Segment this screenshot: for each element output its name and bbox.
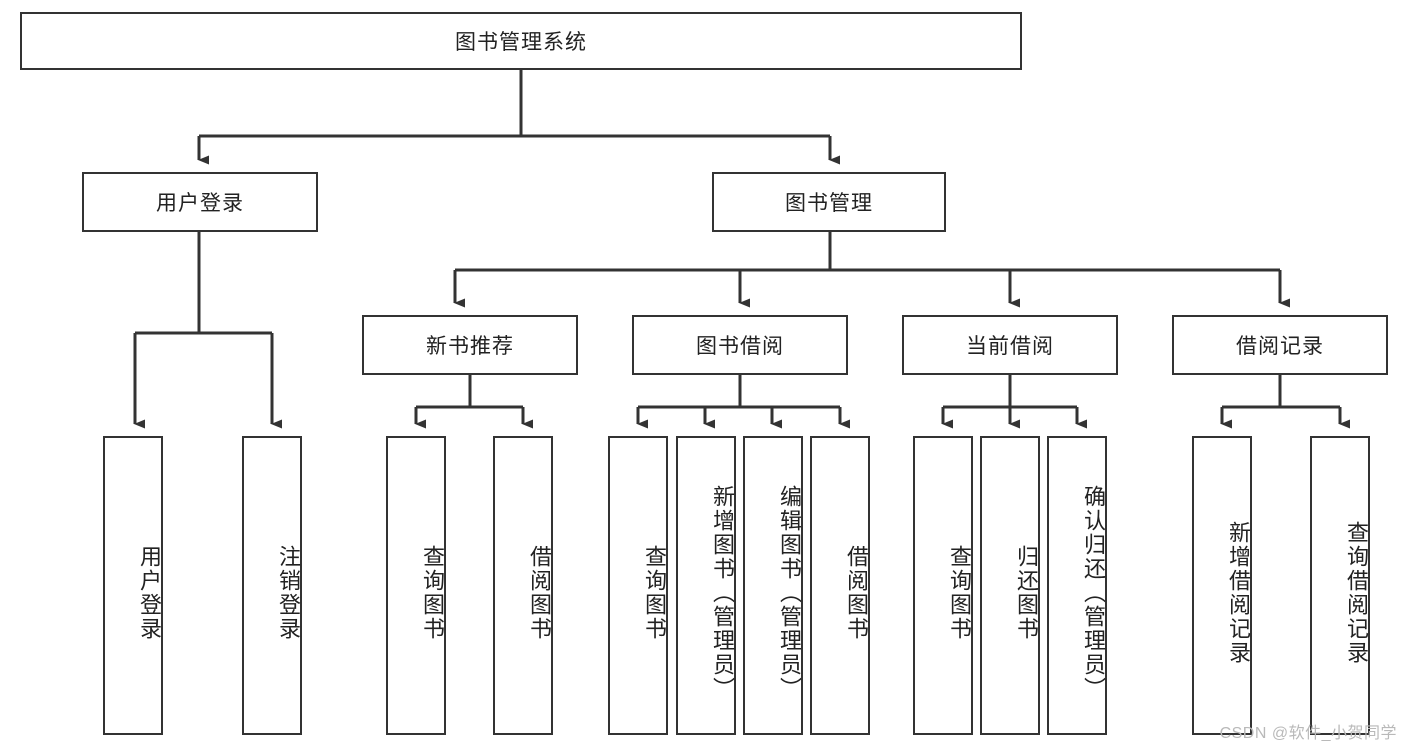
node-label: 图书管理系统 xyxy=(455,31,587,54)
node-book-manage[interactable]: 图书管理 xyxy=(712,172,946,232)
node-label: 新增图书（管理员） xyxy=(710,484,735,701)
node-borrow-record[interactable]: 借阅记录 xyxy=(1172,315,1388,375)
node-label: 注销登录 xyxy=(276,544,301,641)
node-leaf-add-borrow-record[interactable]: 新增借阅记录 xyxy=(1192,436,1252,735)
node-label: 图书管理 xyxy=(785,192,873,215)
node-book-management-system[interactable]: 图书管理系统 xyxy=(20,12,1022,70)
node-leaf-borrow-book-1[interactable]: 借阅图书 xyxy=(493,436,553,735)
node-leaf-edit-book-admin[interactable]: 编辑图书（管理员） xyxy=(743,436,803,735)
node-leaf-confirm-return-admin[interactable]: 确认归还（管理员） xyxy=(1047,436,1107,735)
node-leaf-logout-login[interactable]: 注销登录 xyxy=(242,436,302,735)
node-leaf-query-borrow-record[interactable]: 查询借阅记录 xyxy=(1310,436,1370,735)
node-label: 查询图书 xyxy=(642,544,667,641)
node-label: 用户登录 xyxy=(137,544,162,641)
node-leaf-query-book-1[interactable]: 查询图书 xyxy=(386,436,446,735)
node-label: 借阅图书 xyxy=(844,544,869,641)
node-label: 借阅图书 xyxy=(527,544,552,641)
node-label: 归还图书 xyxy=(1014,544,1039,641)
node-leaf-return-book[interactable]: 归还图书 xyxy=(980,436,1040,735)
node-leaf-add-book-admin[interactable]: 新增图书（管理员） xyxy=(676,436,736,735)
node-label: 新书推荐 xyxy=(426,335,514,358)
node-leaf-user-login[interactable]: 用户登录 xyxy=(103,436,163,735)
node-label: 用户登录 xyxy=(156,192,244,215)
node-label: 当前借阅 xyxy=(966,335,1054,358)
node-new-book-recommend[interactable]: 新书推荐 xyxy=(362,315,578,375)
node-leaf-query-book-2[interactable]: 查询图书 xyxy=(608,436,668,735)
node-label: 查询图书 xyxy=(947,544,972,641)
node-label: 新增借阅记录 xyxy=(1226,520,1251,665)
node-label: 查询借阅记录 xyxy=(1344,520,1369,665)
node-leaf-query-book-3[interactable]: 查询图书 xyxy=(913,436,973,735)
node-label: 编辑图书（管理员） xyxy=(777,484,802,701)
node-book-borrow[interactable]: 图书借阅 xyxy=(632,315,848,375)
node-label: 确认归还（管理员） xyxy=(1081,484,1106,701)
csdn-watermark: CSDN @软件_小贺同学 xyxy=(1219,725,1397,742)
node-label: 图书借阅 xyxy=(696,335,784,358)
node-leaf-borrow-book-2[interactable]: 借阅图书 xyxy=(810,436,870,735)
node-current-borrow[interactable]: 当前借阅 xyxy=(902,315,1118,375)
node-label: 借阅记录 xyxy=(1236,335,1324,358)
node-label: 查询图书 xyxy=(420,544,445,641)
node-user-login[interactable]: 用户登录 xyxy=(82,172,318,232)
